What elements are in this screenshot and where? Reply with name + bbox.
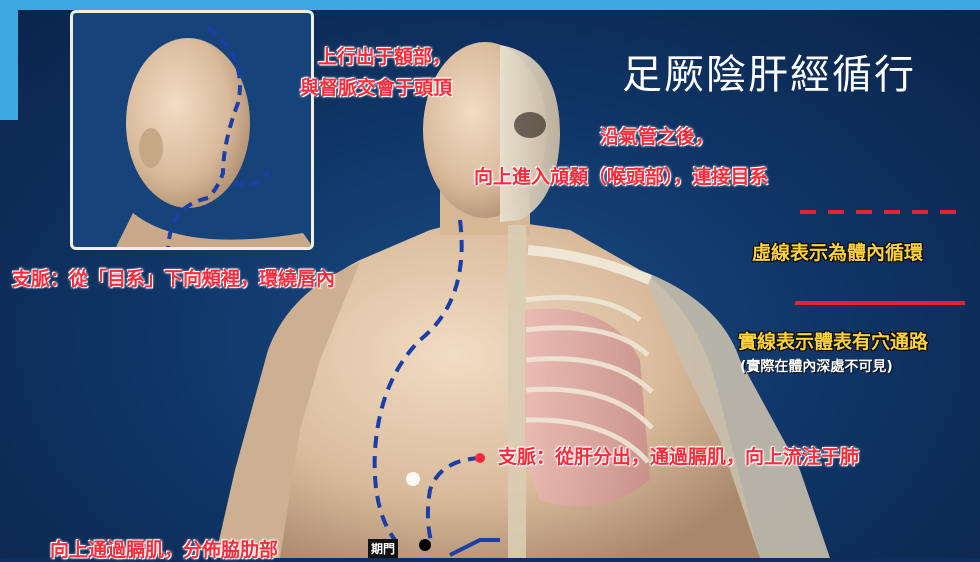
label-into-throat: 向上進入頏顙（喉頭部），連接目系 [474,162,769,189]
legend-dashed-text: 虛線表示為體內循環 [752,238,923,265]
spine [508,225,526,558]
frame-left-bar [0,0,18,120]
label-upward-forehead: 上行出于額部， [318,42,451,69]
inset-head-figure [73,13,314,250]
label-branch-eye: 支脈：從「目系」下向頰裡，環繞唇內 [12,264,335,291]
legend-solid-note: (實際在體內深處不可見) [740,356,893,376]
frame-top-bar [0,0,980,10]
qimen-point [419,539,431,551]
label-meet-du: 與督脈交會于頭頂 [300,73,452,100]
label-along-trachea: 沿氣管之後， [600,122,714,149]
page-title: 足厥陰肝經循行 [622,42,916,100]
label-qimen: 期門 [368,539,398,558]
legend-solid-text: 實線表示體表有穴通路 [738,327,928,354]
liver-branch-point [475,453,485,463]
inset-head-view [70,10,314,250]
label-branch-liver: 支脈：從肝分出，通過膈肌，向上流注于肺 [498,442,859,469]
